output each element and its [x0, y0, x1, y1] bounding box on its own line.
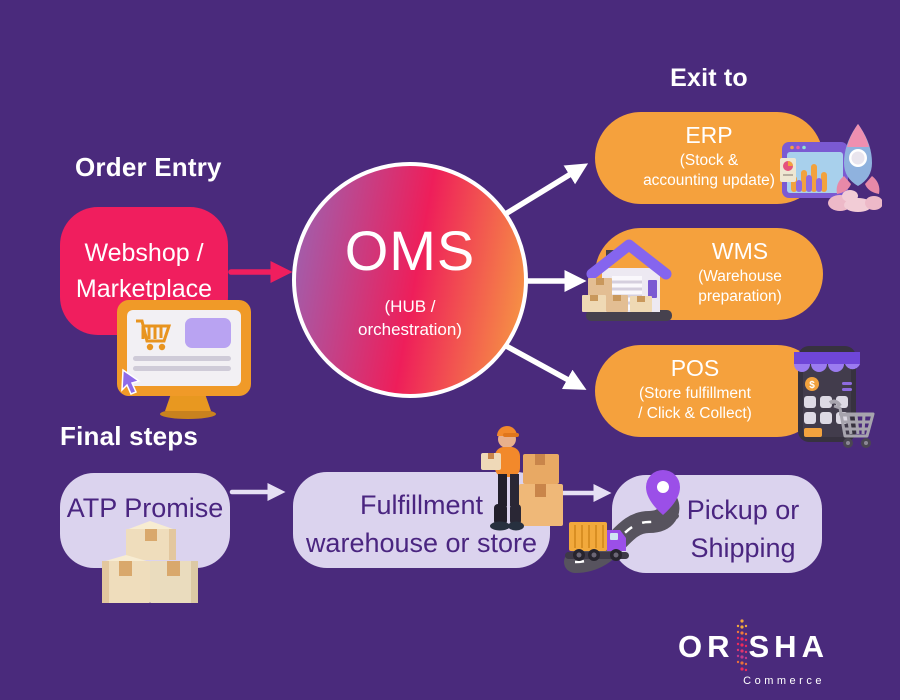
- pickup-label-line2: Shipping: [690, 533, 796, 563]
- pos-subtitle-line1: (Store fulfillment: [639, 385, 751, 402]
- wms-subtitle-line1: (Warehouse: [698, 268, 782, 285]
- logo-name-left: OR: [678, 628, 735, 664]
- pos-title: POS: [670, 355, 720, 381]
- oms-subtitle-line1: (HUB /: [384, 297, 436, 316]
- order-entry-heading: Order Entry: [75, 152, 222, 182]
- cardboard-boxes-icon: [102, 521, 198, 603]
- pickup-label-line1: Pickup or: [686, 495, 800, 525]
- fulfillment-box: Fulfillment warehouse or store: [293, 472, 550, 568]
- fulfillment-label-line1: Fulfillment: [359, 490, 484, 520]
- webshop-label-line1: Webshop /: [84, 239, 204, 267]
- webshop-label-line2: Marketplace: [75, 275, 213, 303]
- logo-dotted-i-icon: [736, 619, 747, 672]
- wms-subtitle-line2: preparation): [698, 288, 782, 305]
- oms-title: OMS: [344, 219, 476, 282]
- atp-promise-box: ATP Promise: [60, 473, 230, 568]
- worker-with-boxes-icon: [481, 426, 563, 531]
- road-truck-pin-icon: [564, 470, 680, 573]
- pos-box: POS (Store fulfillment / Click & Collect…: [595, 345, 823, 437]
- erp-subtitle-line2: accounting update): [643, 172, 775, 189]
- atp-promise-label: ATP Promise: [66, 493, 224, 523]
- pos-subtitle-line2: / Click & Collect): [638, 405, 752, 422]
- wms-title: WMS: [711, 238, 769, 264]
- rocket-dashboard-icon: [780, 124, 882, 212]
- logo-subtitle: Commerce: [743, 675, 825, 687]
- erp-title: ERP: [685, 122, 733, 148]
- exit-to-heading: Exit to: [670, 64, 748, 92]
- pos-terminal-cart-icon: $: [794, 346, 875, 448]
- erp-subtitle-line1: (Stock &: [679, 152, 739, 169]
- oms-subtitle-line2: orchestration): [358, 320, 462, 339]
- svg-text:$: $: [809, 380, 815, 391]
- oms-hub-circle: OMS (HUB / orchestration): [292, 162, 528, 398]
- orisha-commerce-logo: OR SHA Commerce: [678, 618, 829, 687]
- warehouse-icon: [582, 239, 672, 321]
- fulfillment-label-line2: warehouse or store: [305, 528, 538, 558]
- final-steps-heading: Final steps: [60, 421, 199, 451]
- logo-name-right: SHA: [748, 628, 829, 664]
- webshop-monitor-icon: [117, 300, 251, 419]
